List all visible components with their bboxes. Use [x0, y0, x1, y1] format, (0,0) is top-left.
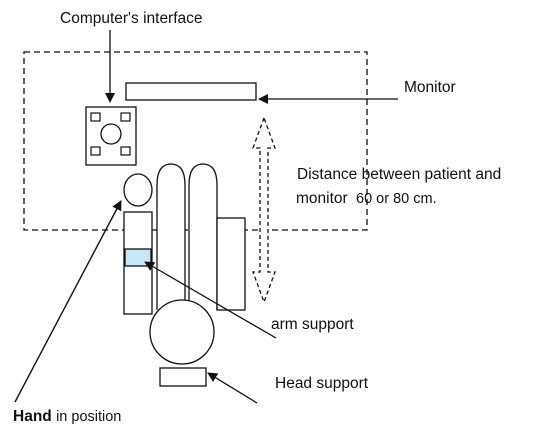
arm-support-label: arm support [271, 316, 354, 333]
hand-shape [123, 173, 153, 207]
hand-label-rest: in position [56, 409, 122, 425]
right-limb-shape [188, 163, 218, 310]
monitor-label: Monitor [404, 79, 456, 96]
left-limb-shape [156, 163, 186, 310]
distance-label-line1: Distance between patient and [297, 166, 502, 183]
computer-interface-label: Computer's interface [60, 10, 203, 27]
head-support-leader-arrow [207, 372, 258, 404]
head-shape [149, 299, 215, 365]
distance-double-arrow [252, 116, 276, 304]
head-support-label: Head support [275, 375, 369, 392]
side-support-shape [216, 217, 246, 311]
patient-top-view [123, 163, 246, 387]
hand-label-bold: Hand [13, 408, 52, 425]
monitor-shape [125, 82, 257, 101]
distance-label-value: 60 or 80 cm. [356, 191, 437, 207]
hand-leader-arrow [14, 200, 122, 403]
distance-label-line2: monitor 60 or 80 cm. [296, 190, 437, 208]
interface-device [85, 106, 137, 166]
hand-position-label: Hand in position [13, 408, 121, 426]
head-support-shape [159, 367, 207, 387]
arm-support-leader-arrow [144, 261, 277, 339]
distance-label-monitor: monitor [296, 190, 348, 207]
